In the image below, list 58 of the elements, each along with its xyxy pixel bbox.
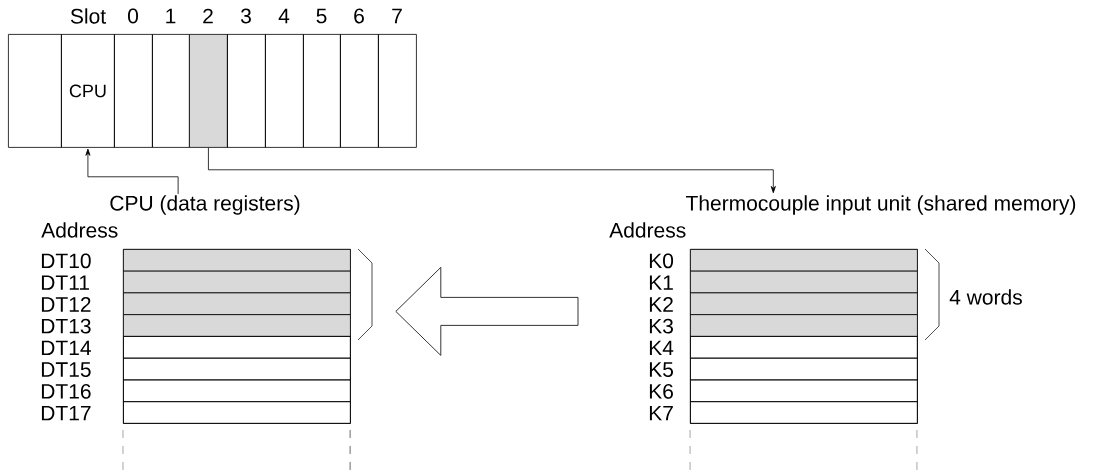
register-row: [123, 379, 351, 403]
slot-label: Slot: [70, 8, 106, 24]
slot-number: 5: [316, 8, 327, 24]
slot-number: 7: [392, 8, 402, 24]
rack-slot: [340, 34, 379, 148]
register-row: [123, 336, 351, 359]
register-row: [690, 249, 918, 272]
register-row: [123, 292, 351, 316]
rack-slot: [303, 34, 341, 148]
register-row: [690, 379, 918, 403]
register-address: K3: [649, 318, 673, 334]
rack-slot: [265, 34, 304, 148]
register-row: [123, 357, 351, 381]
rack-slot: [227, 34, 266, 148]
register-address: K6: [649, 383, 673, 399]
register-address: DT12: [41, 297, 91, 312]
register-row: [123, 270, 351, 294]
register-address: K1: [649, 275, 673, 290]
register-row: [690, 270, 918, 294]
bracket-label: 4 words: [949, 289, 1022, 305]
slot-number: 0: [128, 8, 139, 24]
register-row: [690, 314, 918, 337]
arrow: [85, 148, 179, 195]
register-row: [690, 292, 918, 316]
register-address: K2: [649, 297, 673, 312]
register-address: K7: [649, 405, 673, 421]
register-address: K5: [649, 362, 673, 377]
register-address: DT10: [41, 253, 91, 269]
slot-number: 3: [240, 8, 251, 24]
register-address: DT13: [41, 318, 91, 334]
register-address: DT15: [41, 362, 91, 377]
unit-label: CPU (data registers): [110, 195, 300, 215]
register-address: DT17: [41, 405, 91, 421]
column-heading: Address: [609, 222, 686, 238]
register-address: DT16: [41, 383, 91, 399]
register-row: [123, 249, 351, 272]
arrow: [208, 147, 776, 194]
register-row: [690, 401, 918, 424]
column-heading: Address: [41, 222, 118, 238]
slot-number: 1: [166, 8, 176, 24]
rack-slot: [378, 34, 417, 148]
register-row: [123, 401, 351, 424]
register-row: [690, 357, 918, 381]
rack-slot: [8, 34, 62, 148]
rack-slot: CPU: [61, 34, 115, 148]
rack-slot: [189, 34, 228, 148]
block-arrow: [395, 267, 579, 356]
register-address: DT14: [41, 340, 91, 356]
register-address: DT11: [41, 275, 89, 290]
slot-number: 6: [354, 8, 364, 24]
register-address: K4: [649, 340, 674, 356]
slot-number: 4: [278, 8, 290, 24]
register-address: K0: [649, 253, 674, 269]
register-row: [690, 336, 918, 359]
register-row: [123, 314, 351, 337]
rack-slot: [114, 34, 153, 148]
slot-number: 2: [203, 8, 213, 24]
unit-label: Thermocouple input unit (shared memory): [686, 195, 1076, 215]
